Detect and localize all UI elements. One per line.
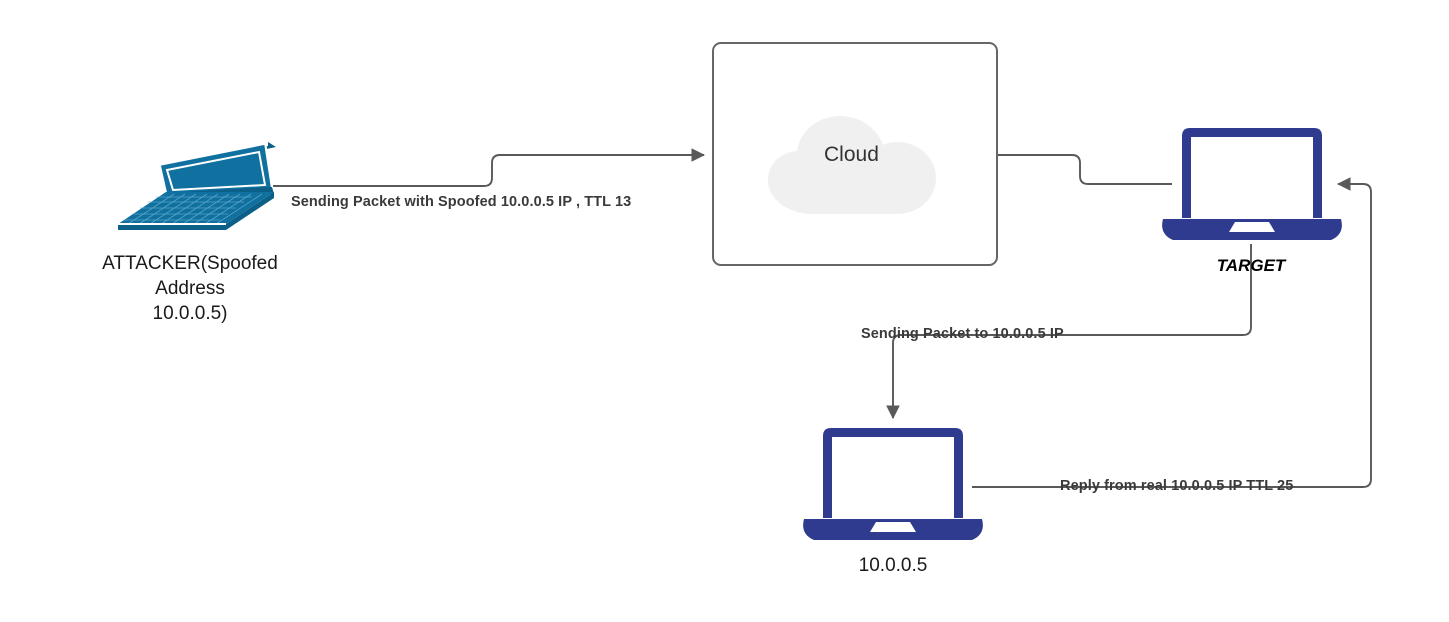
- edge-attacker-to-cloud: [262, 148, 706, 187]
- cloud-label: Cloud: [824, 143, 879, 166]
- victim-label: 10.0.0.5: [858, 555, 928, 576]
- cloud-icon: [768, 116, 936, 214]
- laptop-isometric-icon: [118, 142, 276, 230]
- edge-label-target-to-victim: Sending Packet to 10.0.0.5 IP: [861, 326, 1064, 342]
- edge-label-attacker-to-cloud: Sending Packet with Spoofed 10.0.0.5 IP …: [291, 194, 632, 210]
- laptop-front-icon-victim: [803, 428, 983, 540]
- laptop-front-icon-target: [1162, 128, 1342, 240]
- edge-label-victim-to-target: Reply from real 10.0.0.5 IP TTL 25: [1060, 478, 1294, 494]
- attacker-label: ATTACKER(Spoofed Address 10.0.0.5): [102, 253, 278, 324]
- edge-cloud-to-target: [998, 154, 1172, 185]
- target-label: TARGET: [1216, 256, 1286, 275]
